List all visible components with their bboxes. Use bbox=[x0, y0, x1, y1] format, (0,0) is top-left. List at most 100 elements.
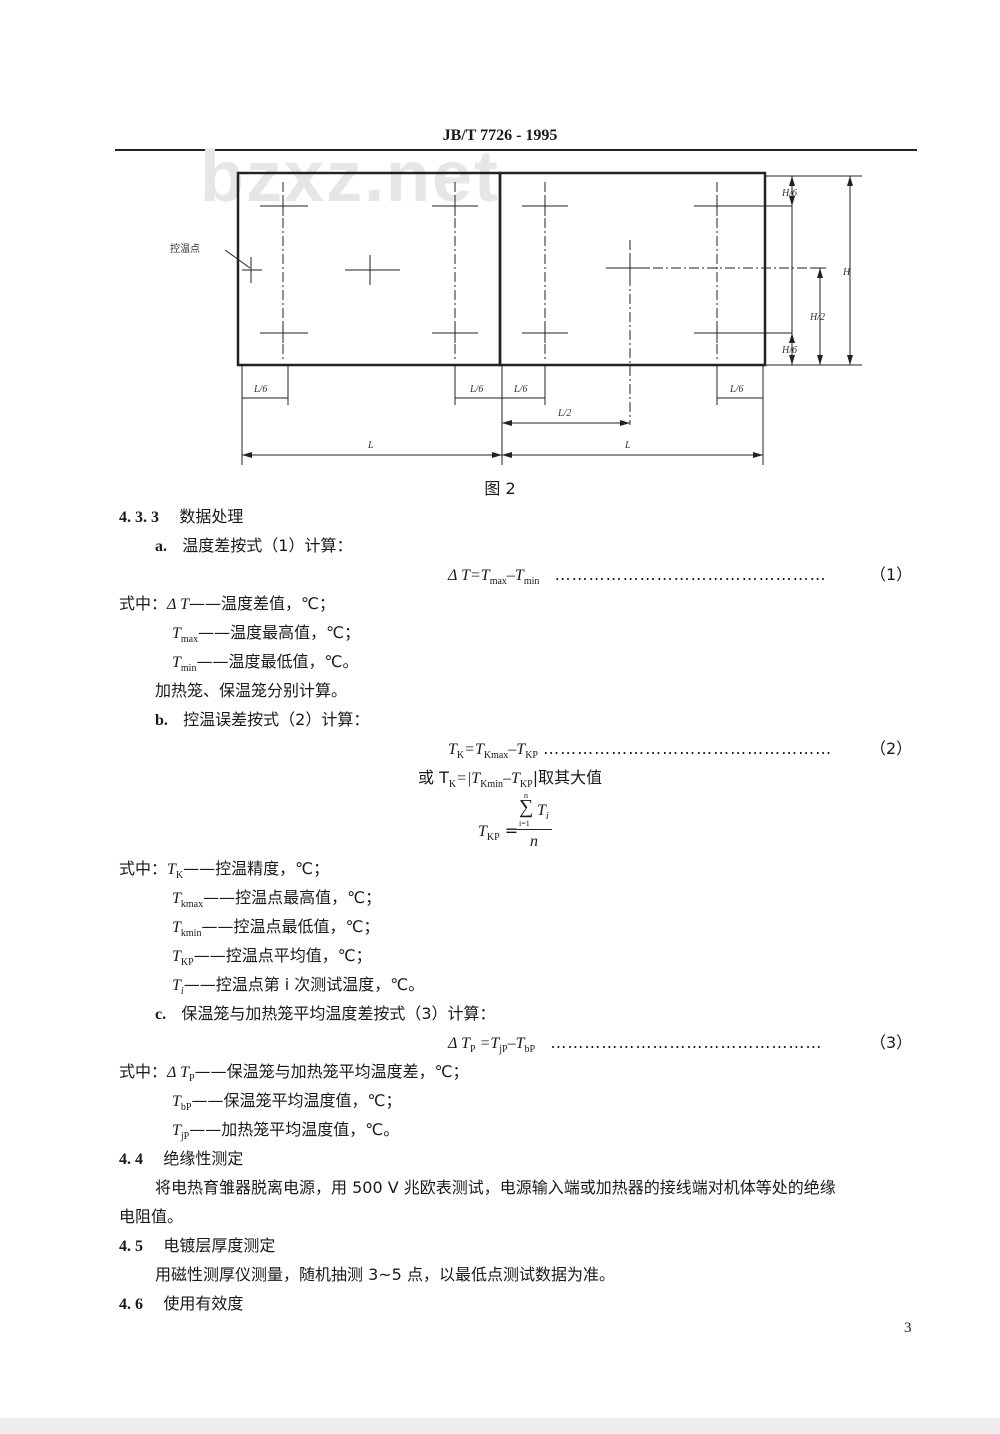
sum-term: Ti bbox=[537, 800, 549, 822]
dim-label-h: H bbox=[842, 267, 851, 278]
formula-3-part: –T bbox=[507, 1035, 525, 1052]
formula-3-part: =T bbox=[475, 1035, 500, 1052]
leader-dots: ………………………………………… bbox=[550, 1033, 823, 1052]
item-a: a. 温度差按式（1）计算： bbox=[155, 535, 352, 558]
viewer-bottom-bar bbox=[0, 1418, 1000, 1434]
formula-2-alt-part: –T bbox=[502, 770, 520, 787]
def-symbol: T bbox=[172, 1093, 181, 1110]
where-prefix: 式中： bbox=[119, 1062, 168, 1081]
formula-1-mid: –T bbox=[506, 567, 524, 584]
def-symbol: T bbox=[167, 861, 176, 878]
def-subscript: kmax bbox=[180, 899, 204, 911]
where-b-1: 式中：TK——控温精度，℃； bbox=[119, 858, 329, 887]
dim-label-h6-top: H/6 bbox=[781, 188, 797, 199]
section-title: 使用有效度 bbox=[163, 1294, 244, 1313]
page-header-title: JB/T 7726 - 1995 bbox=[442, 127, 558, 144]
sum-term-symbol: T bbox=[537, 802, 546, 819]
def-symbol: Δ T bbox=[167, 1064, 190, 1081]
where-b-3: Tkmin——控温点最低值，℃； bbox=[172, 916, 379, 945]
section-number: 4. 6 bbox=[119, 1296, 143, 1313]
dim-label-h2: H/2 bbox=[809, 312, 825, 323]
section-title: 绝缘性测定 bbox=[163, 1149, 244, 1168]
where-a-2: Tmax——温度最高值，℃； bbox=[172, 622, 360, 651]
item-b-label: b. bbox=[155, 712, 168, 729]
where-a-1: 式中：Δ T——温度差值，℃； bbox=[119, 593, 335, 616]
where-c-2: TbP——保温笼平均温度值，℃； bbox=[172, 1090, 401, 1119]
dim-label-h6-bottom: H/6 bbox=[781, 345, 797, 356]
page-number: 3 bbox=[904, 1320, 912, 1336]
where-b-5: Ti——控温点第 i 次测试温度，℃。 bbox=[172, 974, 424, 1003]
formula-2: TK=TKmax–TKP …………………………………………… bbox=[448, 738, 832, 767]
formula-2-part: –T bbox=[508, 741, 526, 758]
formula-2-alt-sub: KP bbox=[519, 779, 533, 791]
note-a: 加热笼、保温笼分别计算。 bbox=[155, 681, 348, 700]
formula-2-alt-part: |取其大值 bbox=[532, 768, 603, 787]
def-symbol: T bbox=[172, 1122, 181, 1139]
item-a-text: 温度差按式（1）计算： bbox=[182, 536, 353, 555]
formula-tkp-lhs: TKP = bbox=[478, 821, 519, 844]
formula-3-sub: P bbox=[470, 1044, 476, 1056]
formula-2-sub: K bbox=[456, 750, 465, 762]
section-number: 4. 4 bbox=[119, 1151, 143, 1168]
def-desc: ——温度最高值，℃； bbox=[198, 623, 361, 642]
def-symbol: T bbox=[172, 654, 181, 671]
def-desc: ——控温点第 i 次测试温度，℃。 bbox=[183, 975, 425, 994]
section-433-heading: 4. 3. 3 数据处理 bbox=[119, 506, 243, 529]
section-44-heading: 4. 4 绝缘性测定 bbox=[119, 1148, 243, 1171]
dim-label-l6-4: L/6 bbox=[729, 384, 743, 395]
section-45-body: 用磁性测厚仪测量，随机抽测 3~5 点，以最低点测试数据为准。 bbox=[155, 1265, 615, 1284]
sum-term-subscript: i bbox=[545, 811, 549, 823]
section-title: 数据处理 bbox=[179, 507, 244, 526]
formula-3-sub: jP bbox=[499, 1044, 508, 1056]
def-subscript: min bbox=[180, 663, 197, 675]
def-subscript: K bbox=[175, 870, 184, 882]
cage-left-box bbox=[236, 171, 502, 367]
tkp-symbol: T bbox=[478, 823, 487, 840]
figure-caption: 图 2 bbox=[484, 479, 516, 498]
fraction-denominator: n bbox=[530, 833, 538, 850]
def-desc: ——控温精度，℃； bbox=[183, 859, 330, 878]
formula-1: Δ T=Tmax–Tmin ………………………………………… bbox=[448, 564, 827, 593]
section-number: 4. 5 bbox=[119, 1238, 143, 1255]
tkp-subscript: KP bbox=[486, 832, 500, 844]
cage-right-box bbox=[498, 171, 767, 367]
def-desc: ——控温点最高值，℃； bbox=[203, 888, 382, 907]
dim-label-l6-2: L/6 bbox=[469, 384, 483, 395]
def-symbol: T bbox=[172, 890, 181, 907]
where-prefix: 式中： bbox=[119, 859, 168, 878]
def-symbol: T bbox=[172, 625, 181, 642]
item-b: b. 控温误差按式（2）计算： bbox=[155, 709, 369, 732]
sum-upper-limit: n bbox=[524, 791, 528, 800]
fraction-bar bbox=[516, 829, 552, 830]
where-b-4: TKP——控温点平均值，℃； bbox=[172, 945, 372, 974]
formula-2-part: =T bbox=[464, 741, 484, 758]
where-c-3: TjP——加热笼平均温度值，℃。 bbox=[172, 1119, 399, 1148]
def-subscript: bP bbox=[180, 1102, 192, 1114]
def-symbol: T bbox=[172, 977, 181, 994]
formula-2-alt-part: 或 T bbox=[418, 768, 449, 787]
def-desc: ——温度最低值，℃。 bbox=[196, 652, 359, 671]
def-subscript: jP bbox=[180, 1131, 190, 1143]
formula-2-alt-part: =|T bbox=[456, 770, 481, 787]
equation-number-1: （1） bbox=[870, 565, 913, 584]
formula-3-sub: bP bbox=[524, 1044, 536, 1056]
def-desc: ——控温点最低值，℃； bbox=[201, 917, 380, 936]
dim-label-l2: L/2 bbox=[557, 408, 571, 419]
equation-number-2: （2） bbox=[870, 739, 913, 758]
formula-1-sub: max bbox=[489, 576, 507, 588]
control-point-label: 控温点 bbox=[170, 242, 200, 255]
section-44-body-line2: 电阻值。 bbox=[119, 1207, 184, 1226]
section-45-heading: 4. 5 电镀层厚度测定 bbox=[119, 1235, 275, 1258]
equation-number-3: （3） bbox=[870, 1033, 913, 1052]
item-c-label: c. bbox=[155, 1006, 167, 1023]
def-desc: ——保温笼平均温度值，℃； bbox=[191, 1091, 402, 1110]
def-subscript: i bbox=[180, 986, 184, 998]
section-46-heading: 4. 6 使用有效度 bbox=[119, 1293, 243, 1316]
def-subscript: max bbox=[180, 634, 199, 646]
formula-2-alt: 或 TK=|TKmin–TKP|取其大值 bbox=[418, 767, 602, 796]
item-c-text: 保温笼与加热笼平均温度差按式（3）计算： bbox=[181, 1004, 496, 1023]
formula-2-sub: Kmax bbox=[483, 750, 509, 762]
dim-label-l6-3: L/6 bbox=[513, 384, 527, 395]
item-b-text: 控温误差按式（2）计算： bbox=[183, 710, 370, 729]
formula-1-lhs: Δ T=T bbox=[448, 567, 490, 584]
